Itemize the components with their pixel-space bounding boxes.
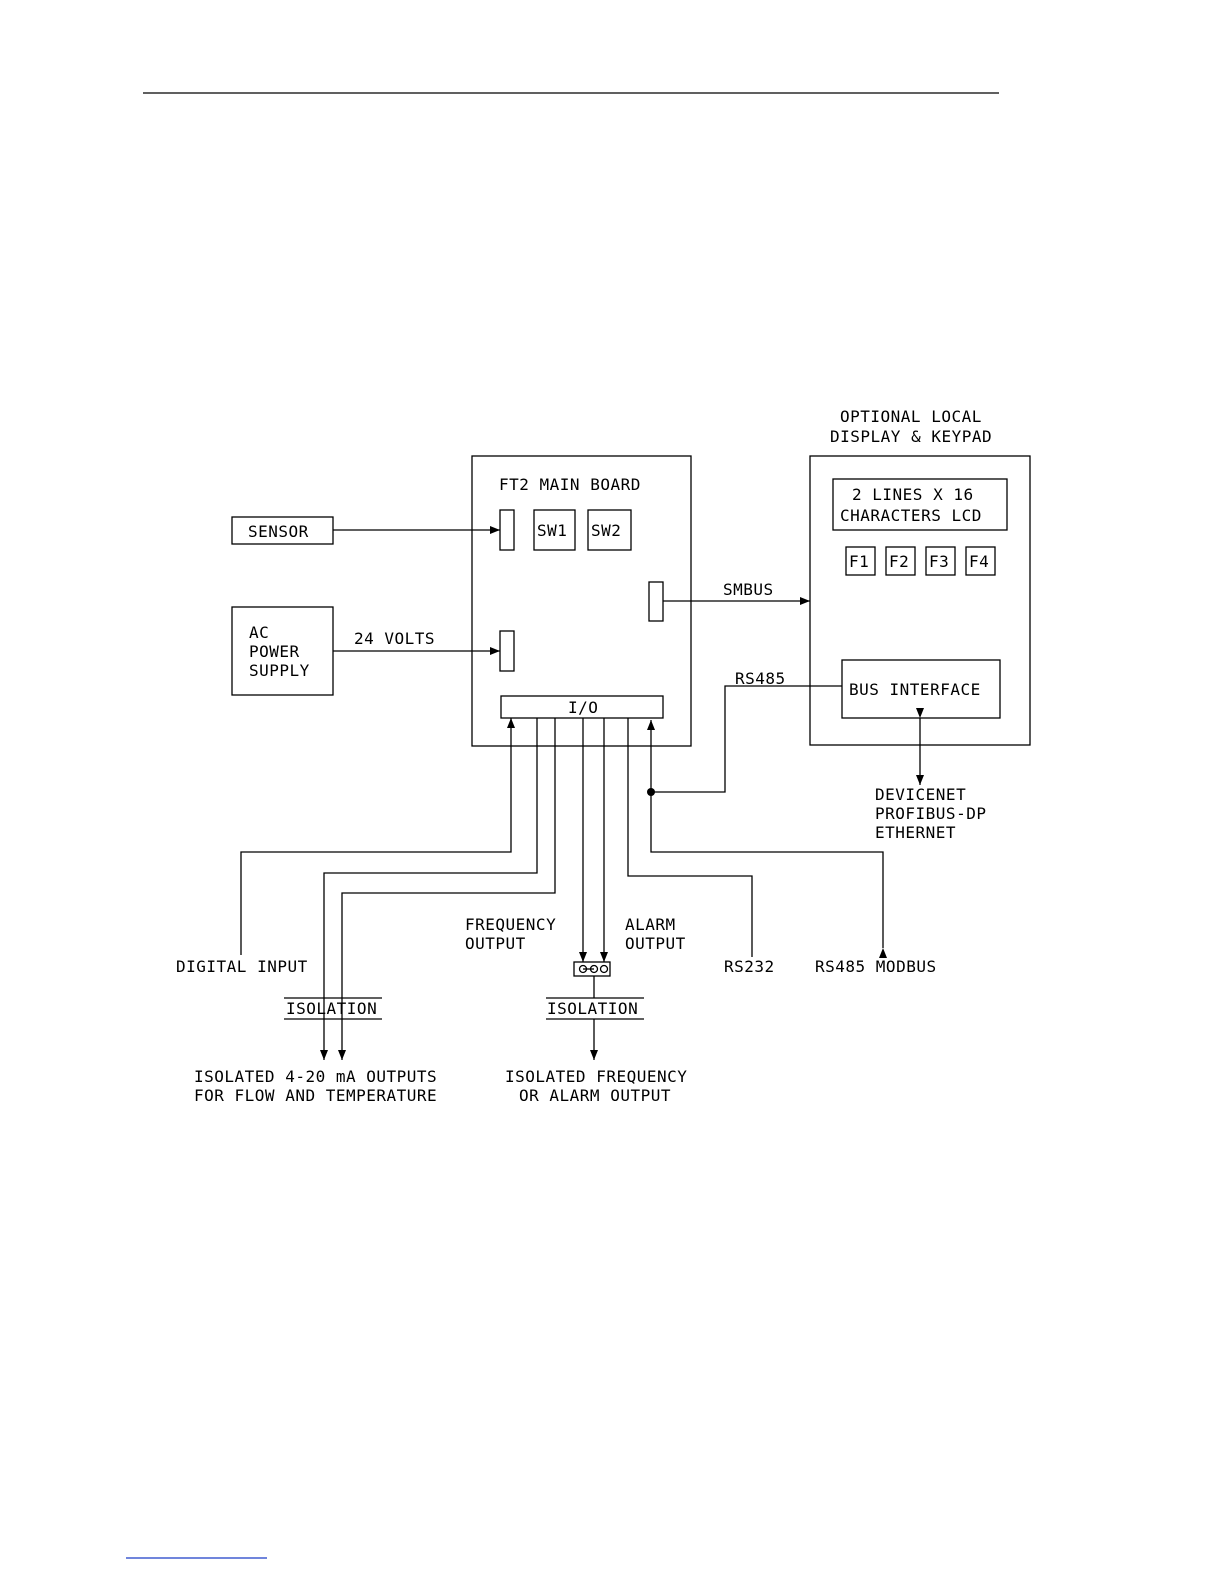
output-line-1 — [320, 718, 538, 1060]
volts-label: 24 VOLTS — [354, 629, 435, 648]
ac-power-supply-box — [231, 606, 334, 696]
isolation-right-label: ISOLATION — [547, 999, 638, 1018]
f3-label: F3 — [929, 552, 949, 571]
isolation-left-label: ISOLATION — [286, 999, 377, 1018]
sw1-label: SW1 — [537, 521, 567, 540]
ac-label-line1: AC — [249, 623, 269, 642]
optional-display-title-line2: DISPLAY & KEYPAD — [830, 427, 992, 446]
smbus-connector — [648, 581, 664, 622]
f3-key — [925, 546, 956, 576]
f4-label: F4 — [969, 552, 989, 571]
power-connector — [499, 630, 515, 672]
net-label-line1: DEVICENET — [875, 785, 966, 804]
f4-key — [965, 546, 996, 576]
frequency-label-line1: FREQUENCY — [465, 915, 556, 934]
f1-label: F1 — [849, 552, 869, 571]
rs485-modbus-line — [647, 720, 887, 958]
io-bar — [500, 695, 664, 719]
f2-label: F2 — [889, 552, 909, 571]
lcd-label-line1: 2 LINES X 16 — [852, 485, 974, 504]
rs232-label: RS232 — [724, 957, 775, 976]
ac-label-line3: SUPPLY — [249, 661, 310, 680]
iso-freq-label-line2: OR ALARM OUTPUT — [519, 1086, 671, 1105]
sensor-label: SENSOR — [248, 522, 309, 541]
iso-freq-label-line1: ISOLATED FREQUENCY — [505, 1067, 687, 1086]
lcd-label-line2: CHARACTERS LCD — [840, 506, 982, 525]
digital-input-label: DIGITAL INPUT — [176, 957, 308, 976]
digital-input-line — [240, 718, 515, 955]
io-label: I/O — [568, 698, 598, 717]
sw2-box — [587, 509, 632, 551]
ac-label-line2: POWER — [249, 642, 300, 661]
output-line-2 — [338, 718, 556, 1060]
iso-ma-label-line2: FOR FLOW AND TEMPERATURE — [194, 1086, 437, 1105]
main-board-label: FT2 MAIN BOARD — [499, 475, 641, 494]
net-label-line2: PROFIBUS-DP — [875, 804, 986, 823]
rs485-modbus-label: RS485 MODBUS — [815, 957, 937, 976]
smbus-label: SMBUS — [723, 580, 774, 599]
alarm-label-line2: OUTPUT — [625, 934, 686, 953]
frequency-label-line2: OUTPUT — [465, 934, 526, 953]
lcd-box — [832, 478, 1008, 531]
rs485-label: RS485 — [735, 669, 786, 688]
net-label-line3: ETHERNET — [875, 823, 956, 842]
f1-key — [845, 546, 876, 576]
bus-interface-label: BUS INTERFACE — [849, 680, 981, 699]
sensor-connector — [499, 509, 515, 551]
sw1-box — [533, 509, 576, 551]
iso-ma-label-line1: ISOLATED 4-20 mA OUTPUTS — [194, 1067, 437, 1086]
sw2-label: SW2 — [591, 521, 621, 540]
optional-display-title-line1: OPTIONAL LOCAL — [840, 407, 982, 426]
alarm-label-line1: ALARM — [625, 915, 676, 934]
f2-key — [885, 546, 916, 576]
jumper-pin-3 — [599, 964, 609, 974]
